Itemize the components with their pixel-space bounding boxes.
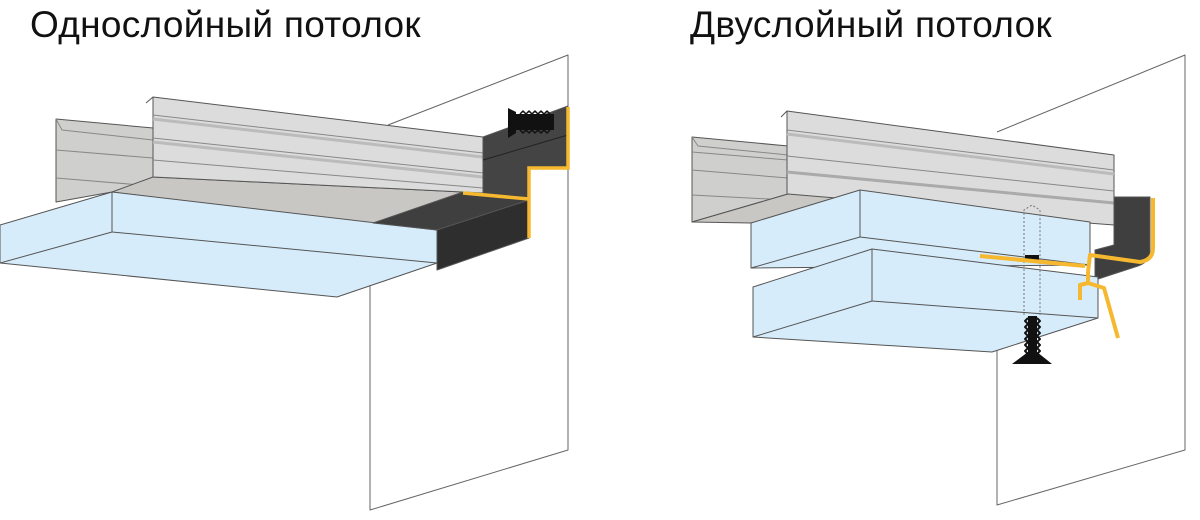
upper-board: [750, 189, 1091, 269]
screw-icon: [1012, 255, 1052, 364]
wall: [996, 54, 1186, 506]
double-layer-ceiling-title: Двуслойный потолок: [690, 4, 1052, 45]
back-rail: [55, 118, 154, 203]
main-rail: [145, 96, 484, 194]
yellow-profile: [979, 198, 1155, 339]
wall: [369, 54, 569, 511]
single-layer-diagram: [0, 54, 570, 511]
screw-hole-outline: [1023, 204, 1041, 315]
single-layer-ceiling-title: Однослойный потолок: [30, 4, 421, 45]
lower-board: [752, 248, 1099, 353]
screw-icon: [508, 108, 554, 138]
yellow-profile: [462, 107, 570, 238]
double-layer-diagram: [691, 54, 1186, 506]
